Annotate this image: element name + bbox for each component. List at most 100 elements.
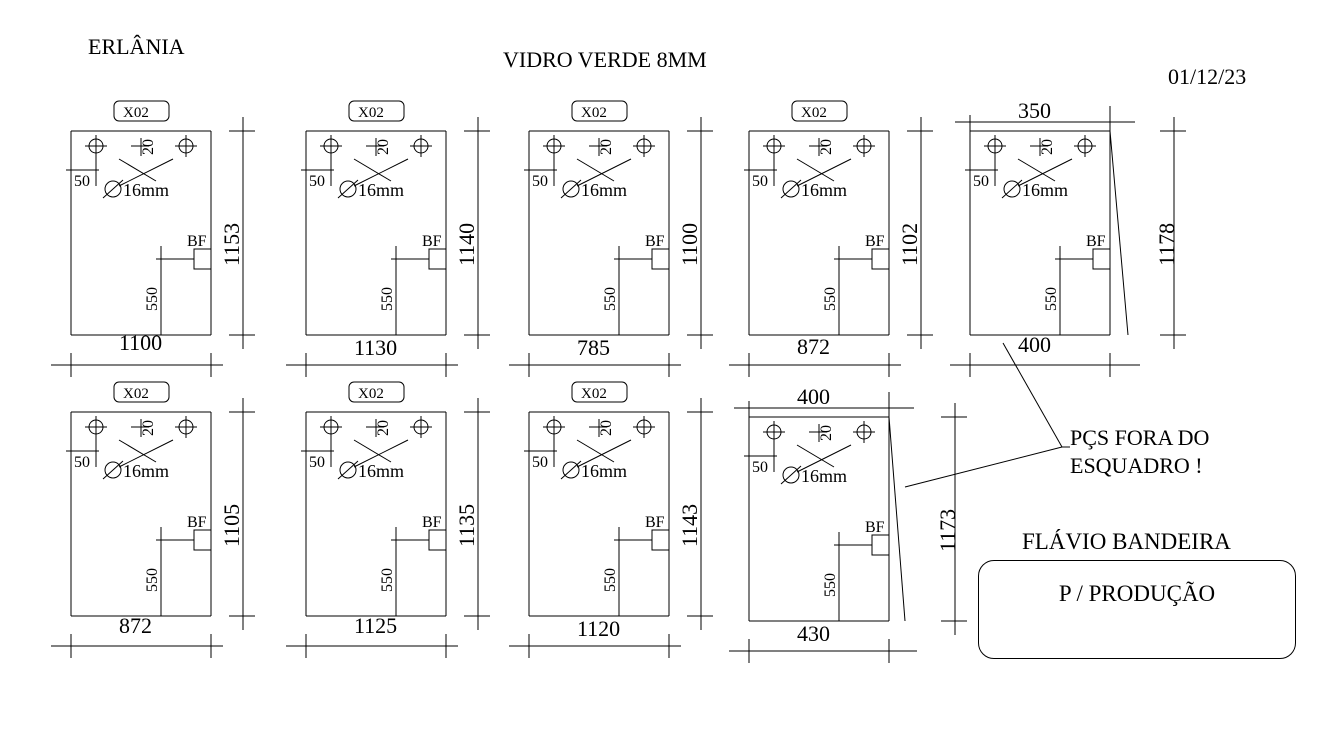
spacing-label: 20 <box>818 139 835 155</box>
height-dimension-label: 1105 <box>219 504 244 547</box>
diameter-label: 16mm <box>358 180 404 200</box>
diameter-icon <box>560 179 582 199</box>
dimension-line <box>1017 158 1073 187</box>
code-badge <box>113 381 170 403</box>
bf-offset-label: 550 <box>379 568 396 592</box>
diameter-label: 16mm <box>581 180 627 200</box>
dimension-line <box>118 158 174 187</box>
diameter-icon <box>780 179 802 199</box>
production-stamp-label: P / PRODUÇÃO <box>1058 581 1216 606</box>
height-dimension-label: 1140 <box>454 223 479 266</box>
dimension-line <box>353 158 409 187</box>
edge-label: 50 <box>752 173 768 190</box>
bf-offset-label: 550 <box>822 287 839 311</box>
dimension-line <box>353 439 392 463</box>
diameter-icon <box>337 460 359 480</box>
note-line-2: ESQUADRO ! <box>1070 453 1203 478</box>
width-dimension-label: 400 <box>1018 332 1051 357</box>
drawing-date: 01/12/23 <box>1168 64 1247 89</box>
bf-marker <box>651 529 670 551</box>
edge-label: 50 <box>973 173 989 190</box>
bf-offset-label: 550 <box>822 573 839 597</box>
code-label: X02 <box>123 386 149 402</box>
code-label: X02 <box>581 105 607 121</box>
spacing-label: 20 <box>140 139 157 155</box>
diameter-label: 16mm <box>123 461 169 481</box>
bf-label: BF <box>187 514 207 531</box>
code-label: X02 <box>358 105 384 121</box>
height-dimension-label: 1100 <box>677 223 702 266</box>
bf-marker <box>193 529 212 551</box>
spacing-label: 20 <box>598 139 615 155</box>
spacing-label: 20 <box>375 139 392 155</box>
bf-label: BF <box>422 233 442 250</box>
bf-label: BF <box>1086 233 1106 250</box>
bf-label: BF <box>645 514 665 531</box>
signature-name: FLÁVIO BANDEIRA <box>1022 529 1231 554</box>
note-leader-line <box>1002 342 1063 448</box>
dimension-line <box>796 158 852 187</box>
dimension-line <box>796 444 852 473</box>
width-dimension-label: 1100 <box>119 330 162 355</box>
diameter-icon <box>1003 180 1021 198</box>
diameter-icon <box>339 461 357 479</box>
dimension-line <box>796 158 835 182</box>
diameter-icon <box>562 461 580 479</box>
diameter-icon <box>1001 179 1023 199</box>
height-dimension-label: 1143 <box>677 504 702 547</box>
code-badge <box>348 100 405 122</box>
edge-label: 50 <box>74 173 90 190</box>
dimension-line <box>1017 158 1056 182</box>
bf-marker <box>871 534 890 556</box>
width-dimension-label: 1120 <box>577 616 620 641</box>
dimension-line <box>576 158 632 187</box>
dimension-line <box>118 439 157 463</box>
code-label: X02 <box>801 105 827 121</box>
dimension-line <box>796 444 835 468</box>
height-dimension-label: 1178 <box>1154 223 1179 266</box>
bf-marker <box>651 248 670 270</box>
diameter-icon <box>104 461 122 479</box>
diameter-label: 16mm <box>123 180 169 200</box>
edge-label: 50 <box>309 173 325 190</box>
diameter-label: 16mm <box>581 461 627 481</box>
spacing-label: 20 <box>375 420 392 436</box>
dimension-line <box>353 439 409 468</box>
edge-label: 50 <box>74 454 90 471</box>
height-dimension-label: 1102 <box>897 223 922 266</box>
width-dimension-label: 872 <box>797 334 830 359</box>
bf-label: BF <box>865 519 885 536</box>
diameter-icon <box>782 466 800 484</box>
bf-marker <box>428 529 447 551</box>
bf-offset-label: 550 <box>144 287 161 311</box>
bf-offset-label: 550 <box>602 568 619 592</box>
diameter-label: 16mm <box>1022 180 1068 200</box>
diameter-icon <box>562 180 580 198</box>
width-dimension-label: 1125 <box>354 613 397 638</box>
dimension-line <box>353 158 392 182</box>
diameter-icon <box>337 179 359 199</box>
bf-offset-label: 550 <box>144 568 161 592</box>
code-badge <box>571 100 628 122</box>
dimension-line <box>576 439 632 468</box>
top-width-dimension-label: 350 <box>1018 98 1051 123</box>
diameter-label: 16mm <box>801 180 847 200</box>
code-badge <box>348 381 405 403</box>
bf-marker <box>1092 248 1111 270</box>
piece-slanted-edge <box>1109 130 1129 336</box>
spacing-label: 20 <box>140 420 157 436</box>
diameter-icon <box>780 465 802 485</box>
bf-offset-label: 550 <box>379 287 396 311</box>
edge-label: 50 <box>532 454 548 471</box>
production-stamp: P / PRODUÇÃO <box>978 560 1296 659</box>
spacing-label: 20 <box>1039 139 1056 155</box>
bf-offset-label: 550 <box>1043 287 1060 311</box>
bf-marker <box>193 248 212 270</box>
top-width-dimension-label: 400 <box>797 384 830 409</box>
height-dimension-label: 1153 <box>219 223 244 266</box>
